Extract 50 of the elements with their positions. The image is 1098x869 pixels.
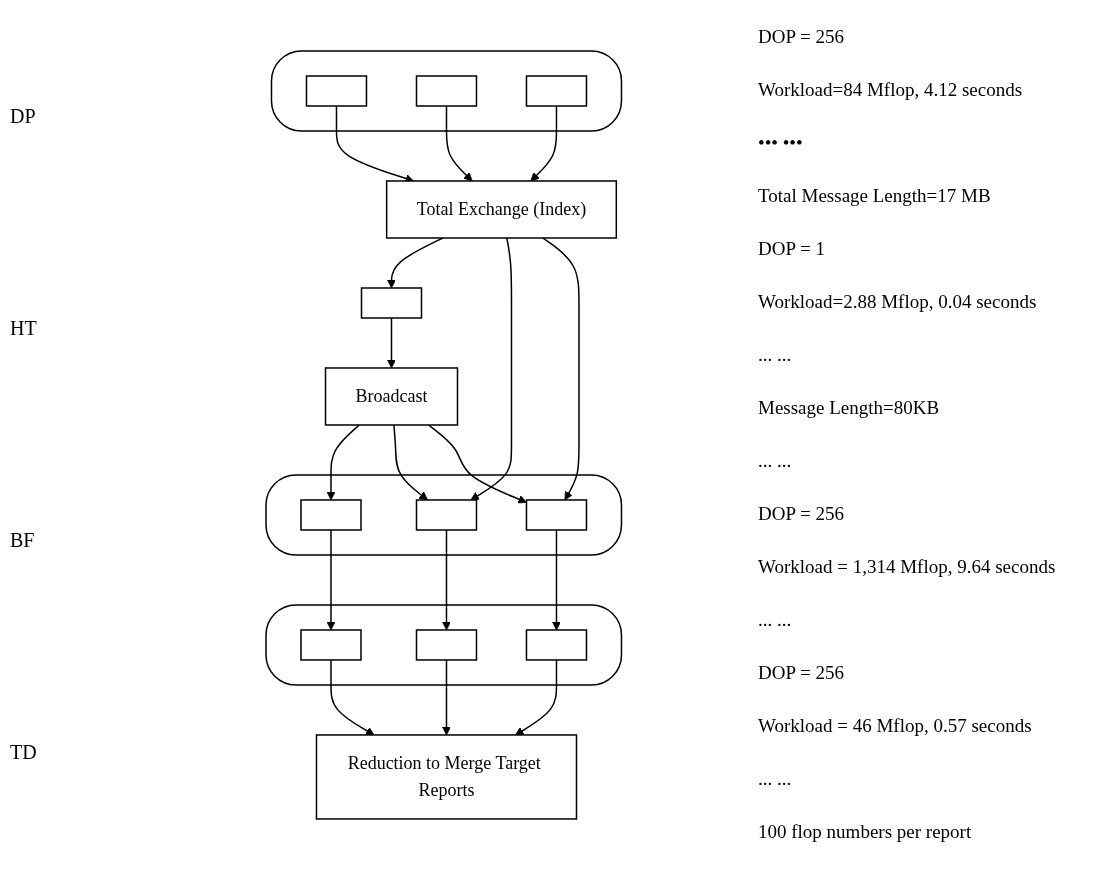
arrow (387, 316, 397, 368)
note-text: Workload = 46 Mflop, 0.57 seconds (758, 715, 1033, 738)
node-box: Reduction to Merge Target Reports (316, 733, 578, 820)
note-text: Message Length=80KB (758, 396, 941, 419)
arrow (326, 528, 336, 630)
node-box (361, 286, 423, 319)
arrow (393, 423, 429, 500)
note-text: ... ... (758, 450, 793, 473)
note-text: Workload=2.88 Mflop, 0.04 seconds (758, 290, 1038, 313)
arrow (330, 658, 375, 735)
node-box (416, 628, 478, 661)
arrow (515, 658, 558, 735)
node-box (416, 498, 478, 531)
arrow (446, 104, 473, 181)
arrow (442, 658, 452, 735)
note-text: ... ... (758, 609, 793, 632)
note-text: 100 flop numbers per report (758, 821, 973, 844)
stage-label: HT (10, 316, 38, 340)
note-text: Total Message Length=17 MB (758, 184, 992, 207)
node-box (526, 498, 588, 531)
arrow (442, 528, 452, 630)
node-box: Total Exchange (Index) (386, 179, 618, 239)
node-box: Broadcast (325, 366, 459, 426)
node-box (300, 628, 362, 661)
stage-label: BF (10, 529, 36, 553)
node-box (416, 74, 478, 107)
note-text: ... ... (758, 768, 793, 791)
note-text: Workload=84 Mflop, 4.12 seconds (758, 78, 1024, 101)
arrow (542, 236, 580, 500)
arrow (552, 528, 562, 630)
arrow (470, 236, 513, 500)
note-text: DOP = 256 (758, 25, 846, 48)
stage-label: TD (10, 741, 38, 765)
cluster (265, 603, 623, 686)
arrow (530, 104, 558, 181)
arrow (387, 236, 444, 288)
node-box (526, 74, 588, 107)
note-text: ... ... (758, 343, 793, 366)
note-text: ••• ••• (758, 131, 804, 154)
note-text: DOP = 1 (758, 237, 827, 260)
stage-label: DP (10, 104, 37, 128)
note-text: DOP = 256 (758, 503, 846, 526)
cluster (271, 49, 623, 132)
note-text: Workload = 1,314 Mflop, 9.64 seconds (758, 556, 1057, 579)
node-box (300, 498, 362, 531)
note-text: DOP = 256 (758, 662, 846, 685)
node-box (306, 74, 368, 107)
arrow (326, 423, 361, 500)
cluster (265, 473, 623, 556)
node-box (526, 628, 588, 661)
